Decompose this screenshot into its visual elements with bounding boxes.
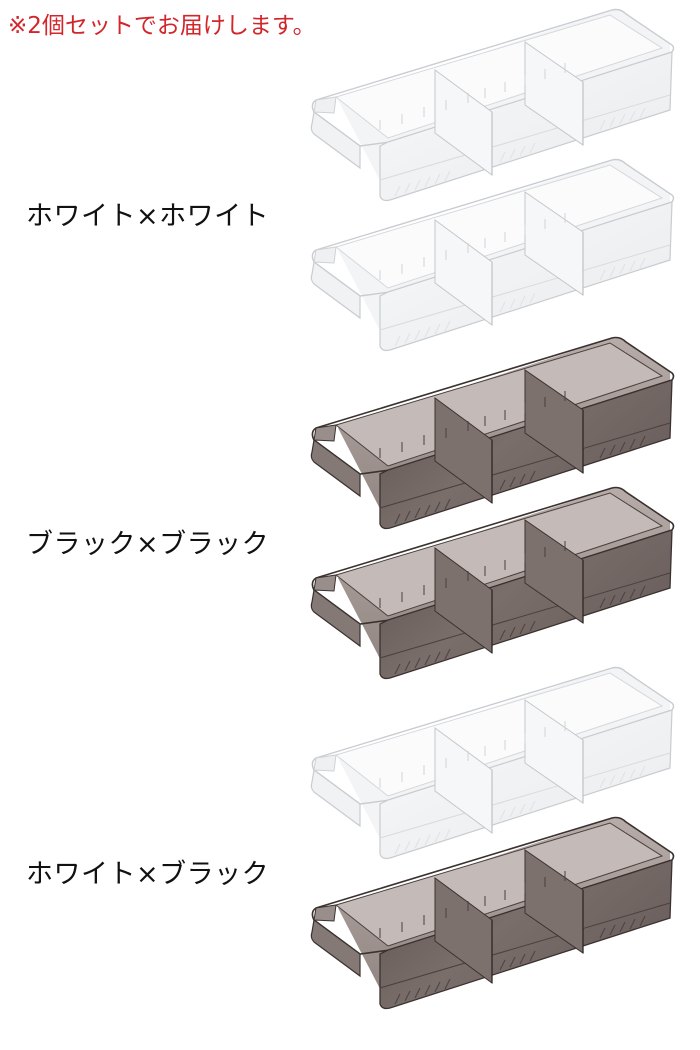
variant-label-white-black: ホワイト×ブラック	[26, 859, 270, 890]
tray-smoke-3	[300, 808, 700, 1028]
set-of-two-notice: ※2個セットでお届けします。	[8, 13, 316, 39]
variant-label-white-white: ホワイト×ホワイト	[26, 201, 270, 232]
variant-label-black-black: ブラック×ブラック	[26, 529, 270, 560]
